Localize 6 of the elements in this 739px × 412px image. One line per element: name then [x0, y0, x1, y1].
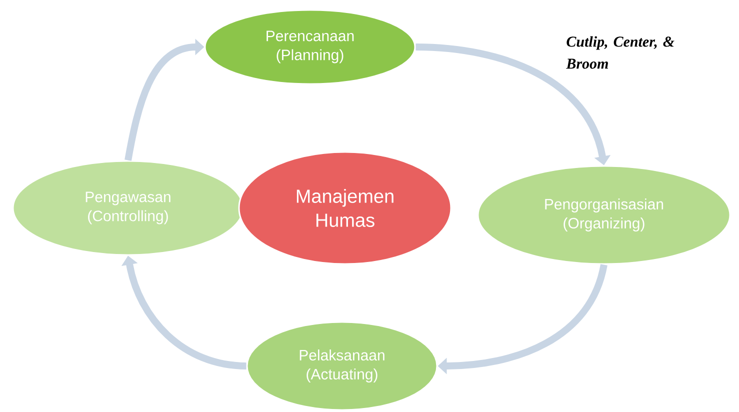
ellipse-node: Pengawasan (Controlling): [12, 160, 244, 256]
ellipse-node: Pengorganisasian (Organizing): [477, 165, 731, 265]
ellipse-node: Perencanaan (Planning): [204, 9, 416, 85]
ellipse-node: Manajemen Humas: [238, 151, 452, 265]
author-note: Cutlip, Center, & Broom: [566, 36, 674, 69]
ellipse-node: Pelaksanaan (Actuating): [246, 321, 438, 411]
